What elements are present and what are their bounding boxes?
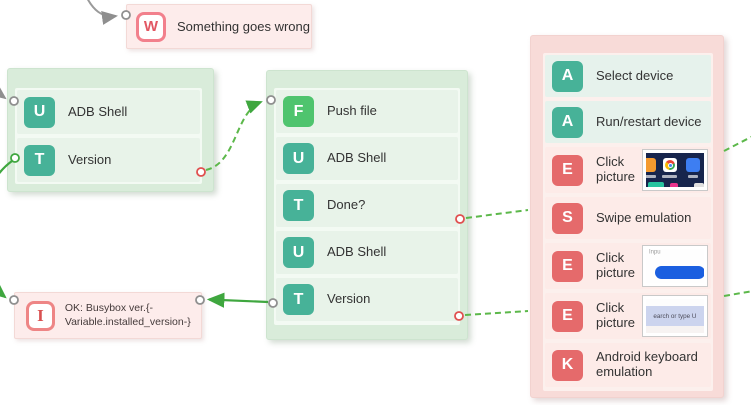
thumb-hint-text: Inpu [649,249,661,255]
app-caption [688,175,698,178]
step-android-keyboard-emulation[interactable]: K Android keyboard emulation [545,343,711,387]
step-type-badge: A [552,60,583,92]
node-label: OK: Busybox ver.{-Variable.installed_ver… [64,301,191,328]
step-type-badge: E [552,154,583,186]
step-click-picture-2[interactable]: E Click picture Inpu [545,243,711,289]
app-caption [662,175,677,178]
step-type-badge: T [283,284,314,315]
app-fragment [648,182,664,187]
group-push-install[interactable]: F Push file U ADB Shell T Done? U ADB Sh… [266,70,468,340]
node-something-goes-wrong[interactable]: W Something goes wrong [126,4,312,49]
step-label: Click picture [596,300,636,330]
wire-version-to-right [464,310,529,316]
wire-version-to-ok [206,292,269,308]
wire-incoming-wrong [87,0,118,25]
step-label: Click picture [596,250,636,280]
step-type-badge: A [552,106,583,138]
step-push-file[interactable]: F Push file [276,90,458,133]
target-picture-search: earch or type U [642,295,708,337]
step-click-picture-1[interactable]: E Click picture [545,147,711,193]
warning-badge: W [136,11,166,42]
group-adb-version-panel: U ADB Shell T Version [15,88,202,184]
step-label: Click picture [596,154,636,184]
step-type-badge: K [552,349,583,381]
step-click-picture-3[interactable]: E Click picture earch or type U [545,293,711,339]
blue-button-shape [655,266,704,279]
step-type-badge: E [552,250,583,282]
wire-right-out-top [723,135,751,152]
group-device-actions-panel: A Select device A Run/restart device E C… [543,53,713,391]
app-fragment [670,183,678,187]
blue-app-icon [686,158,700,172]
wire-right-out-bottom [723,290,751,297]
step-type-badge: U [283,237,314,268]
chrome-app-icon [663,158,677,172]
step-adb-shell-left[interactable]: U ADB Shell [17,90,200,134]
step-type-badge: E [552,300,583,332]
step-label: Swipe emulation [596,209,692,225]
step-type-badge: T [24,144,55,176]
step-version-left[interactable]: T Version [17,138,200,182]
thumb-button-screen: Inpu [646,249,704,283]
step-label: ADB Shell [327,150,387,166]
search-bar-shape: earch or type U [646,306,704,326]
node-ok-busybox[interactable]: I OK: Busybox ver.{-Variable.installed_v… [14,292,202,339]
step-label: Select device [596,67,674,83]
thumb-strip [646,299,704,306]
wire-incoming-adb [0,84,7,100]
step-version-mid[interactable]: T Version [276,278,458,321]
step-done-check[interactable]: T Done? [276,184,458,227]
group-device-actions[interactable]: A Select device A Run/restart device E C… [530,35,724,398]
step-swipe-emulation[interactable]: S Swipe emulation [545,197,711,239]
step-label: ADB Shell [327,244,387,260]
app-fragment [694,183,704,187]
step-label: ADB Shell [68,103,128,119]
node-label: Something goes wrong [177,19,310,34]
step-label: Run/restart device [596,113,702,129]
wire-left-to-pushfile [205,100,263,171]
step-type-badge: T [283,190,314,221]
step-type-badge: S [552,202,583,234]
search-bar-text: earch or type U [653,312,697,320]
step-type-badge: U [24,96,55,128]
thumb-apps-screen [646,153,704,187]
target-picture-apps [642,149,708,191]
step-run-restart-device[interactable]: A Run/restart device [545,101,711,143]
step-label: Done? [327,197,366,213]
step-type-badge: F [283,96,314,127]
step-type-badge: U [283,143,314,174]
app-caption [646,175,656,178]
group-adb-version[interactable]: U ADB Shell T Version [7,68,214,192]
info-badge: I [26,300,55,331]
wire-done-to-right [465,209,529,219]
thumb-search-screen: earch or type U [646,299,704,333]
step-label: Version [327,291,371,307]
step-select-device[interactable]: A Select device [545,55,711,97]
step-label: Push file [327,103,377,119]
target-picture-button: Inpu [642,245,708,287]
group-push-install-panel: F Push file U ADB Shell T Done? U ADB Sh… [274,88,460,325]
orange-app-icon [646,158,656,172]
step-label: Android keyboard emulation [596,349,698,379]
step-adb-shell-mid-1[interactable]: U ADB Shell [276,137,458,180]
step-label: Version [68,151,112,167]
step-adb-shell-mid-2[interactable]: U ADB Shell [276,231,458,274]
